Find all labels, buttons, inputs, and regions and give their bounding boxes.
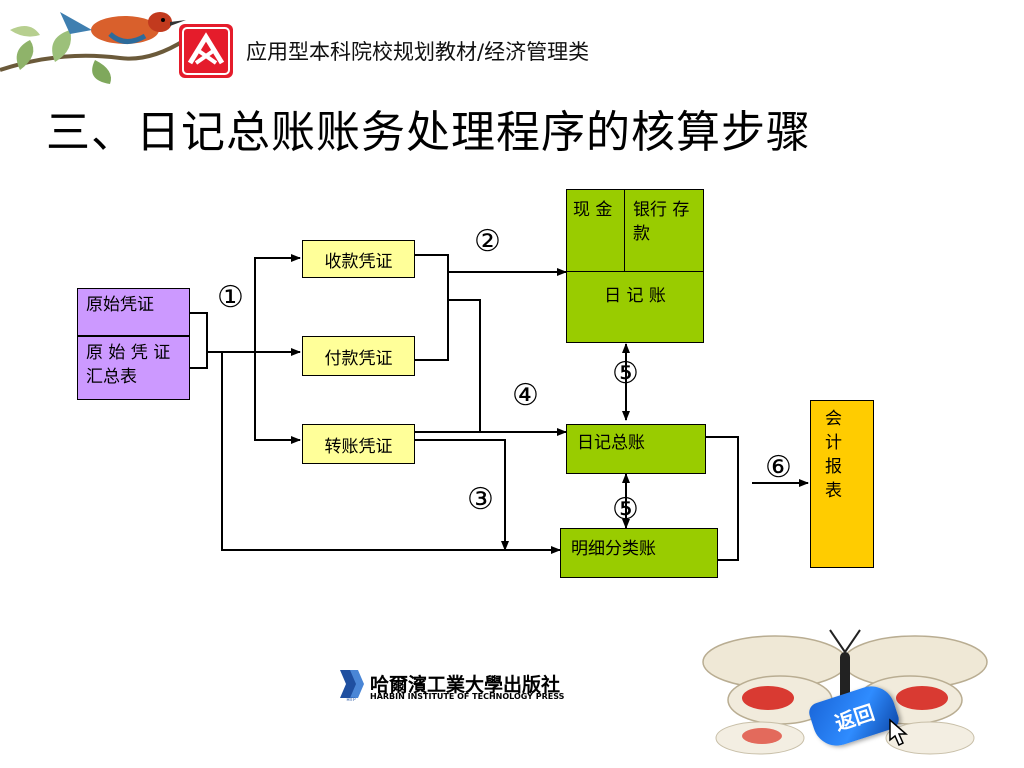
bank-deposit-label: 银行 存款 [633,200,690,244]
payment-voucher-label: 付款凭证 [324,348,393,369]
butterfly-illustration [702,629,988,755]
original-voucher-summary-box: 原 始 凭 证 汇总表 [77,336,190,400]
subsidiary-ledger-box: 明细分类账 [560,528,718,578]
step-2-marker: ② [474,224,501,259]
textbook-series-logo [179,24,233,78]
original-voucher-summary-label: 原 始 凭 证 汇总表 [86,343,171,387]
step-3-marker: ③ [467,482,494,517]
publisher-name: 哈爾濱工業大學出版社 [370,674,561,696]
journal-box: 现 金 银行 存款 日 记 账 [566,189,704,343]
cursor-pointer-icon [889,718,908,747]
publisher-name-english: HARBIN INSTITUTE OF TECHNOLOGY PRESS [370,692,565,701]
step-5-marker-bottom: ⑤ [612,492,639,527]
accounting-reports-box: 会 计 报 表 [810,400,874,568]
original-voucher-box: 原始凭证 [77,288,190,336]
payment-voucher-box: 付款凭证 [302,336,415,376]
general-ledger-box: 日记总账 [566,424,706,474]
publisher-logo-icon: HITP [340,670,364,702]
slide-title: 三、日记总账账务处理程序的核算步骤 [46,107,811,158]
svg-text:HITP: HITP [346,697,356,702]
step-1-marker: ① [217,280,244,315]
journal-label-cell: 日 记 账 [567,278,703,308]
general-ledger-label: 日记总账 [577,433,645,453]
cash-cell: 现 金 [567,190,625,272]
subsidiary-ledger-label: 明细分类账 [571,539,656,559]
accounting-reports-label: 会 计 报 表 [825,409,842,501]
transfer-voucher-box: 转账凭证 [302,424,415,464]
series-title: 应用型本科院校规划教材/经济管理类 [246,40,590,64]
bird-illustration [0,12,187,84]
step-5-marker-top: ⑤ [612,356,639,391]
bank-deposit-cell: 银行 存款 [625,190,703,272]
original-voucher-label: 原始凭证 [86,295,154,315]
receipt-voucher-label: 收款凭证 [324,251,393,272]
journal-label: 日 记 账 [604,285,666,306]
step-6-marker: ⑥ [765,450,792,485]
transfer-voucher-label: 转账凭证 [324,436,393,457]
back-button-label: 返回 [831,699,878,736]
step-4-marker: ④ [512,378,539,413]
cash-label: 现 金 [573,200,613,220]
receipt-voucher-box: 收款凭证 [302,240,415,278]
